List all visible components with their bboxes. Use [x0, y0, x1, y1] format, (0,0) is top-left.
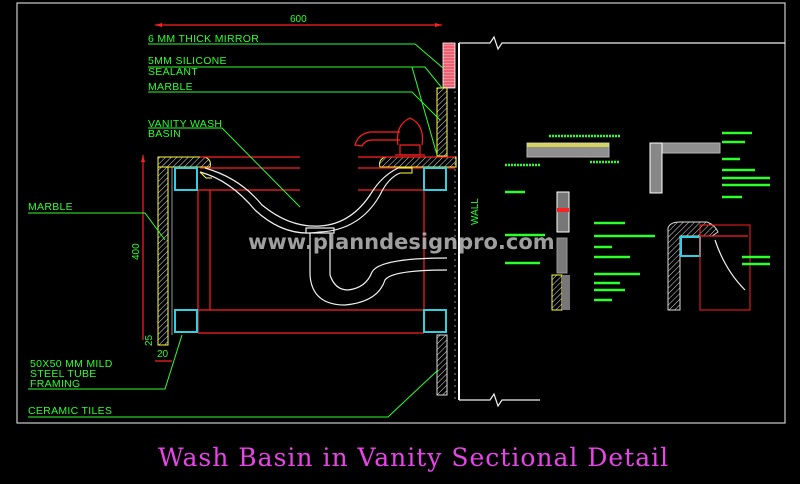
offset-dimension-text: 25 [144, 334, 155, 346]
countertop-right [379, 156, 457, 168]
width-dimension: 600 [155, 14, 442, 27]
drawing-frame [16, 2, 786, 424]
label-sealant-2: SEALANT [148, 66, 198, 78]
label-basin-1: VANITY WASH [148, 118, 222, 130]
annotations: 6 MM THICK MIRROR 5MM SILICONE SEALANT M… [28, 33, 444, 418]
height-dimension: 400 25 20 [131, 155, 172, 362]
label-sealant-1: 5MM SILICONE [148, 55, 227, 67]
label-tube-1: 50X50 MM MILD [30, 358, 113, 370]
detail-counter-edge [667, 221, 770, 311]
detail-wall-corner [649, 131, 770, 199]
wall-label: WALL [470, 198, 481, 225]
marble-backsplash [436, 87, 448, 157]
marble-thickness-text: 20 [157, 349, 169, 360]
countertop-left [157, 156, 211, 168]
detail-mirror-section [505, 190, 655, 311]
wall: WALL [454, 35, 785, 408]
mirror [442, 42, 456, 89]
wash-basin [199, 167, 448, 306]
label-marble-left: MARBLE [28, 201, 73, 213]
width-dimension-text: 600 [290, 14, 307, 25]
label-tube-2: STEEL TUBE [30, 368, 97, 380]
detail-joint-top [505, 134, 620, 167]
ceramic-tiles [436, 334, 448, 396]
label-basin-2: BASIN [148, 128, 181, 140]
marble-side-panel [157, 166, 169, 346]
drawing-title: Wash Basin in Vanity Sectional Detail [158, 443, 669, 472]
label-tiles: CERAMIC TILES [28, 405, 112, 417]
watermark: www.planndesignpro.com [248, 230, 555, 254]
steel-tubes [174, 167, 447, 333]
faucet [354, 117, 425, 156]
height-dimension-text: 400 [131, 243, 142, 260]
label-mirror: 6 MM THICK MIRROR [148, 33, 259, 45]
label-tube-3: FRAMING [30, 378, 81, 390]
label-marble-top: MARBLE [148, 81, 193, 93]
